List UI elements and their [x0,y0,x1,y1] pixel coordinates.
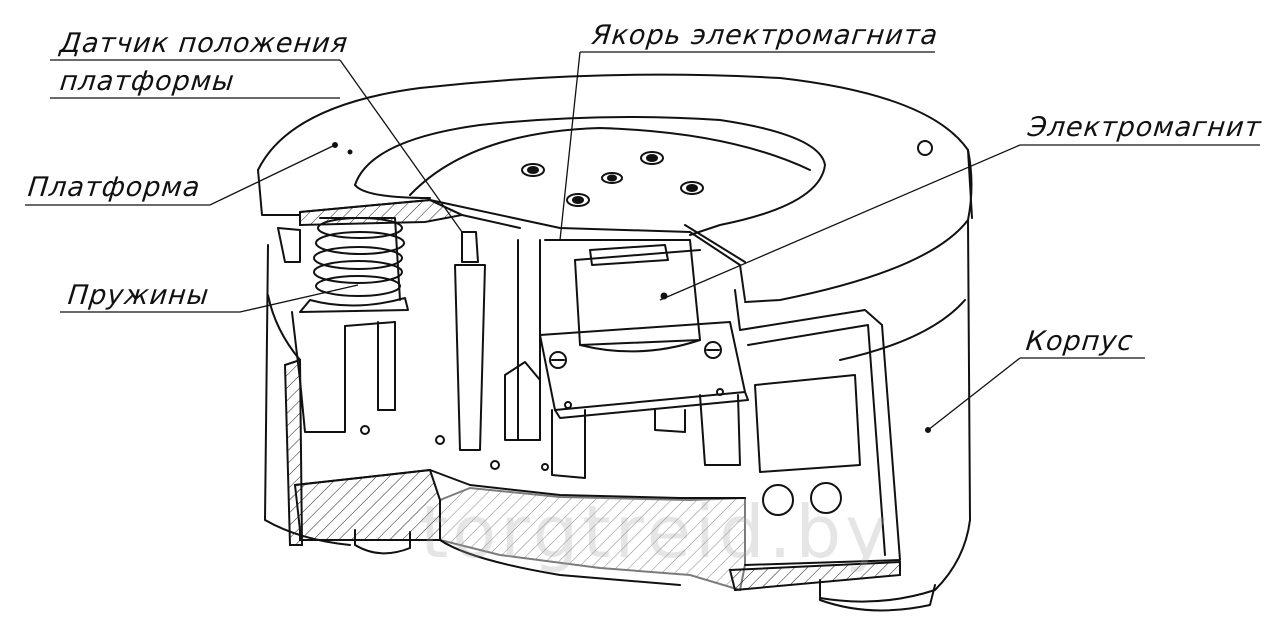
sensor-post [454,231,486,451]
spring-bracket [291,311,396,435]
platform-hole [917,140,933,156]
spring [299,217,409,313]
leader-springs [60,284,359,313]
watermark: torgtreid.by [420,490,892,574]
label-body: Корпус [1024,326,1135,357]
leader-platform [25,144,336,206]
dish-holes [521,151,704,207]
label-sensor-line2: платформы [58,66,237,97]
leader-electromagnet [659,144,1260,301]
cut-lip [277,199,746,301]
label-electromagnet: Электромагнит [1026,112,1264,143]
feet [354,529,936,612]
posts [504,239,741,479]
leader-body [927,357,1145,431]
hatched-sections [283,198,901,592]
leader-lines [25,51,1260,431]
control-panel [734,289,901,566]
label-sensor-line1: Датчик положения [58,28,350,59]
leader-armature [559,51,935,241]
mounting-plate [539,321,749,419]
label-springs: Пружины [66,280,211,311]
platform-dot-2 [347,149,353,155]
label-platform: Платформа [26,172,203,203]
leader-sensor [50,59,463,233]
label-armature: Якорь электромагнита [590,20,940,51]
electromagnet-coil [544,239,701,353]
